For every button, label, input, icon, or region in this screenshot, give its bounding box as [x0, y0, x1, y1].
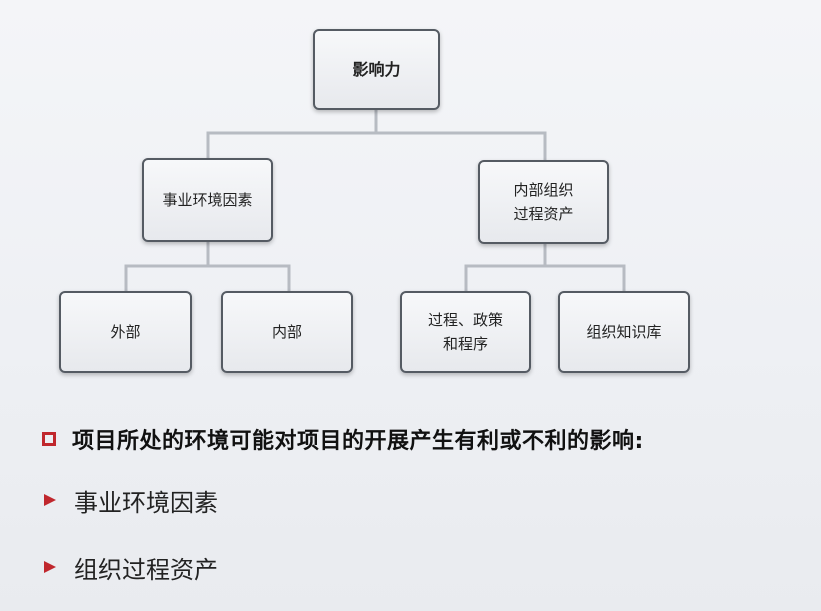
node-external: 外部	[59, 291, 192, 373]
node-enterprise-environmental-factors: 事业环境因素	[142, 158, 273, 242]
node-internal: 内部	[221, 291, 353, 373]
arrow-bullet-icon	[44, 561, 56, 573]
statement-text: 项目所处的环境可能对项目的开展产生有利或不利的影响:	[72, 429, 644, 454]
opa-node-label: 内部组织 过程资产	[513, 181, 574, 223]
knowledge-node-label: 组织知识库	[586, 323, 662, 341]
arrow-bullet-icon	[44, 494, 56, 506]
internal-node-label: 内部	[271, 323, 302, 341]
list-item-label: 事业环境因素	[74, 488, 218, 517]
node-organizational-knowledge-base: 组织知识库	[558, 291, 690, 373]
root-node-influence: 影响力	[313, 29, 440, 110]
node-processes-policies-procedures: 过程、政策 和程序	[400, 291, 531, 373]
square-bullet-icon	[42, 432, 56, 446]
list-item: 事业环境因素	[42, 482, 218, 518]
enterprise-node-label: 事业环境因素	[162, 191, 253, 209]
environment-statement: 项目所处的环境可能对项目的开展产生有利或不利的影响:	[42, 419, 644, 459]
external-node-label: 外部	[110, 323, 141, 341]
root-node-label: 影响力	[352, 59, 401, 79]
processes-node-label: 过程、政策 和程序	[427, 311, 503, 353]
node-organizational-process-assets: 内部组织 过程资产	[478, 160, 609, 244]
list-item: 组织过程资产	[42, 549, 218, 585]
list-item-label: 组织过程资产	[74, 555, 218, 584]
